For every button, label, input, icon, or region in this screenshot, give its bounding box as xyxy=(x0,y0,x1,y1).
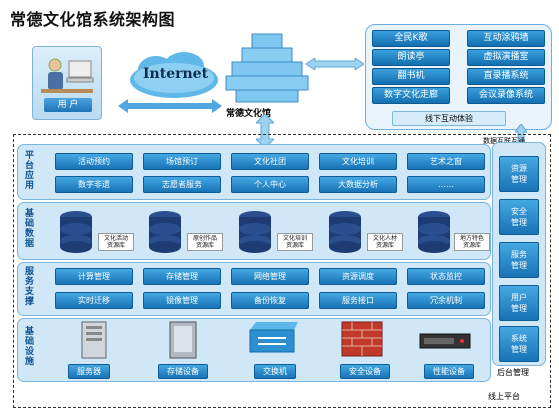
hub-interactive-arrow xyxy=(306,58,364,70)
backend-management-label: 后台管理 xyxy=(497,368,529,377)
infra-item: 安全设备 xyxy=(340,364,390,379)
service-item: 实时迁移 xyxy=(55,292,133,309)
inter-item: 翻书机 xyxy=(372,68,450,85)
infrastructure-icons xyxy=(81,321,471,359)
online-platform xyxy=(13,134,551,408)
app-item: …… xyxy=(407,176,485,193)
storage-icon xyxy=(169,321,197,359)
service-layer-title: 服务支撑 xyxy=(23,266,33,306)
app-item: 艺术之窗 xyxy=(407,153,485,170)
inter-item: 虚拟演播室 xyxy=(467,49,545,66)
inter-item: 数字文化走廊 xyxy=(372,87,450,104)
offline-interactive-label: 线下互动体验 xyxy=(392,111,506,126)
database-icon xyxy=(60,211,92,253)
backend-item: 服务 管理 xyxy=(499,242,539,278)
user-hub-arrow xyxy=(118,99,222,113)
infra-item: 服务器 xyxy=(68,364,110,379)
backend-item: 用户 管理 xyxy=(499,285,539,321)
data-center-icon xyxy=(225,33,309,103)
service-item: 服务接口 xyxy=(319,292,397,309)
app-item: 活动预约 xyxy=(55,153,133,170)
online-platform-label: 线上平台 xyxy=(488,392,520,401)
data-exchange-label: 数据互联互通 xyxy=(483,137,525,145)
firewall-icon xyxy=(341,321,383,357)
inter-item: 朗读亭 xyxy=(372,49,450,66)
service-item: 计算管理 xyxy=(55,268,133,285)
database-icon xyxy=(329,211,361,253)
diagram-title: 常德文化馆系统架构图 xyxy=(10,10,176,29)
database-icon xyxy=(239,211,271,253)
service-item: 冗余机制 xyxy=(407,292,485,309)
infra-item: 存储设备 xyxy=(158,364,208,379)
service-item: 存储管理 xyxy=(143,268,221,285)
app-layer-title: 平台应用 xyxy=(23,150,33,190)
switch-icon xyxy=(249,322,298,353)
infra-layer-title: 基础设施 xyxy=(23,326,33,366)
inter-item: 互动涂鸦墙 xyxy=(467,30,545,47)
app-item: 场馆预订 xyxy=(143,153,221,170)
database-icons xyxy=(60,211,450,253)
app-item: 个人中心 xyxy=(231,176,309,193)
app-item: 文化培训 xyxy=(319,153,397,170)
database-label: 原创作品 资源库 xyxy=(187,233,223,251)
service-item: 资源调度 xyxy=(319,268,397,285)
performance-device-icon xyxy=(419,333,471,349)
database-label: 文化活动 资源库 xyxy=(98,233,134,251)
internet-cloud-icon xyxy=(130,52,218,98)
user-node xyxy=(32,46,102,120)
service-item: 备份恢复 xyxy=(231,292,309,309)
data-layer-title: 基础数据 xyxy=(23,208,33,248)
inter-item: 会议录像系统 xyxy=(467,87,545,104)
internet-label: Internet xyxy=(143,66,209,82)
app-item: 文化社团 xyxy=(231,153,309,170)
user-label: 用 户 xyxy=(44,98,92,112)
service-item: 网络管理 xyxy=(231,268,309,285)
inter-item: 全民K歌 xyxy=(372,30,450,47)
backend-item: 安全 管理 xyxy=(499,199,539,235)
database-icon xyxy=(149,211,181,253)
database-label: 文化人材 资源库 xyxy=(367,233,403,251)
app-item: 数字非遗 xyxy=(55,176,133,193)
backend-item: 系统 管理 xyxy=(499,326,539,362)
app-item: 大数据分析 xyxy=(319,176,397,193)
hub-platform-arrow xyxy=(256,114,274,148)
server-icon xyxy=(81,321,107,359)
infra-item: 交换机 xyxy=(254,364,296,379)
app-item: 志愿者服务 xyxy=(143,176,221,193)
database-label: 文化培训 资源库 xyxy=(277,233,313,251)
database-icon xyxy=(418,211,450,253)
database-label: 地方特色 资源库 xyxy=(454,233,490,251)
inter-item: 直录播系统 xyxy=(467,68,545,85)
user-computer-icon xyxy=(41,58,94,93)
service-item: 镜像管理 xyxy=(143,292,221,309)
infra-item: 性能设备 xyxy=(424,364,474,379)
service-item: 状态监控 xyxy=(407,268,485,285)
backend-item: 资源 管理 xyxy=(499,156,539,192)
hub-label: 常德文化馆 xyxy=(226,109,272,119)
